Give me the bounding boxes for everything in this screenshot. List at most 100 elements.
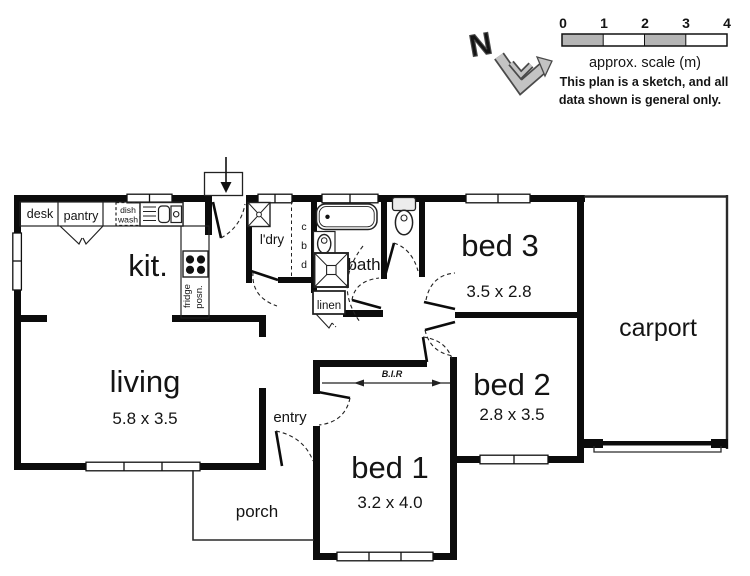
door-leaf-wc (383, 242, 396, 277)
wall-wc-right (419, 195, 425, 277)
door-swing-arc (351, 277, 380, 301)
bench-right-strip (180, 225, 210, 319)
laundry-trough (247, 201, 271, 228)
room-label-porch: porch (236, 502, 279, 521)
door-swing-arc (318, 397, 351, 426)
cooktop (182, 250, 209, 278)
labels: kit. living 5.8 x 3.5 bed 1 3.2 x 4.0 be… (27, 205, 697, 521)
windows (12, 193, 549, 562)
wall-left-stub (14, 315, 47, 322)
door-swing-arcs (220, 203, 456, 462)
disclaimer-line-2: data shown is general only. (559, 93, 721, 107)
wall-bed1-left-upper (313, 360, 320, 394)
carport-threshold (593, 446, 722, 453)
wall-bed1-right (450, 357, 457, 560)
carport-outline (584, 195, 729, 453)
room-label-bed2: bed 2 (473, 367, 551, 402)
entry-arrow-icon (220, 182, 232, 193)
door-leaf-front (274, 430, 284, 467)
room-dims-bed2: 2.8 x 3.5 (479, 405, 544, 424)
door-leaf-bed2 (424, 320, 456, 332)
room-label-living: living (110, 364, 181, 399)
door-swing-arc (252, 271, 278, 307)
door-leaf-laundry (250, 269, 279, 282)
porch-outline (192, 470, 314, 541)
room-dims-living: 5.8 x 3.5 (112, 409, 177, 428)
door-swing-arc (422, 336, 453, 360)
wall-left (14, 195, 21, 470)
door-swing-arc (275, 430, 314, 462)
room-label-bed3: bed 3 (461, 228, 539, 263)
fixture-label-posn: posn. (194, 285, 205, 308)
room-dims-bed1: 3.2 x 4.0 (357, 493, 422, 512)
wall-bath-right (381, 195, 387, 279)
wall-laundry-left (246, 195, 252, 283)
dishwasher (115, 201, 141, 227)
room-dims-bed3: 3.5 x 2.8 (466, 282, 531, 301)
wall-top-left (14, 195, 212, 202)
room-label-carport: carport (619, 314, 697, 342)
north-compass: N (466, 25, 553, 96)
scale-seg-white2 (685, 34, 727, 46)
compass-inner-band (509, 61, 533, 78)
cupboard-letter-d: d (301, 259, 307, 271)
wall-bed1-left-lower (313, 426, 320, 560)
scale-caption: approx. scale (m) (589, 55, 701, 71)
door-leaf-bed3 (423, 300, 456, 311)
door-swing-arc (393, 242, 419, 272)
wall-bed1-top (313, 360, 427, 367)
scale-tick-1: 1 (600, 15, 608, 31)
cupboard-letter-b: b (301, 240, 307, 252)
scale-seg-gray2 (644, 34, 686, 46)
toilet (391, 196, 417, 236)
shower (313, 252, 349, 288)
fixture-label-fridge: fridge (182, 284, 193, 308)
scale-bar: 0 1 2 3 4 approx. scale (m) This plan is… (559, 15, 731, 107)
door-swing-arc (424, 329, 454, 357)
compass-arrowhead-icon (535, 56, 553, 78)
carport-stub-left (584, 439, 603, 448)
built-in-robe (322, 379, 450, 387)
door-swing-arc (346, 245, 364, 323)
bir-label: B.I.R (382, 369, 403, 379)
wall-laundry-bottom (278, 277, 311, 283)
wall-living-right (259, 388, 266, 470)
room-label-bed1: bed 1 (351, 450, 429, 485)
sink (139, 201, 184, 227)
scale-tick-4: 4 (723, 15, 731, 31)
pantry-door (59, 225, 83, 245)
linen-closet (312, 290, 346, 329)
wall-right (577, 195, 584, 463)
door-leaf-bed1 (317, 390, 351, 400)
pantry-door (82, 225, 104, 246)
scale-seg-white1 (603, 34, 645, 46)
wall-kitchen-right (205, 195, 212, 235)
room-label-laundry: l'dry (260, 232, 285, 247)
carport-door-bar (603, 441, 711, 446)
bir-arrow-left-icon (354, 379, 364, 387)
door-swing-arc (220, 203, 246, 239)
wall-living-top (172, 315, 266, 322)
door-leaf-hall (421, 336, 429, 363)
carport-stub-right (711, 439, 728, 448)
window (336, 551, 434, 562)
scale-tick-0: 0 (559, 15, 567, 31)
door-leaf-back (211, 201, 223, 239)
room-label-kitchen: kit. (128, 248, 168, 283)
fixture-label-dish: dish (120, 205, 136, 215)
door-swing-arc (425, 272, 456, 301)
scale-tick-3: 3 (682, 15, 690, 31)
compass-arrow-band (495, 53, 547, 94)
north-label: N (467, 25, 495, 63)
room-label-bath: bath (347, 255, 380, 274)
bir-arrow-right-icon (432, 379, 442, 387)
disclaimer-line-1: This plan is a sketch, and all (560, 75, 729, 89)
scale-tick-2: 2 (641, 15, 649, 31)
window (85, 461, 201, 472)
scale-seg-gray1 (562, 34, 604, 46)
fixture-label-wash: wash (117, 215, 138, 225)
fixture-label-pantry: pantry (64, 209, 99, 223)
rear-entry-step (203, 157, 244, 197)
